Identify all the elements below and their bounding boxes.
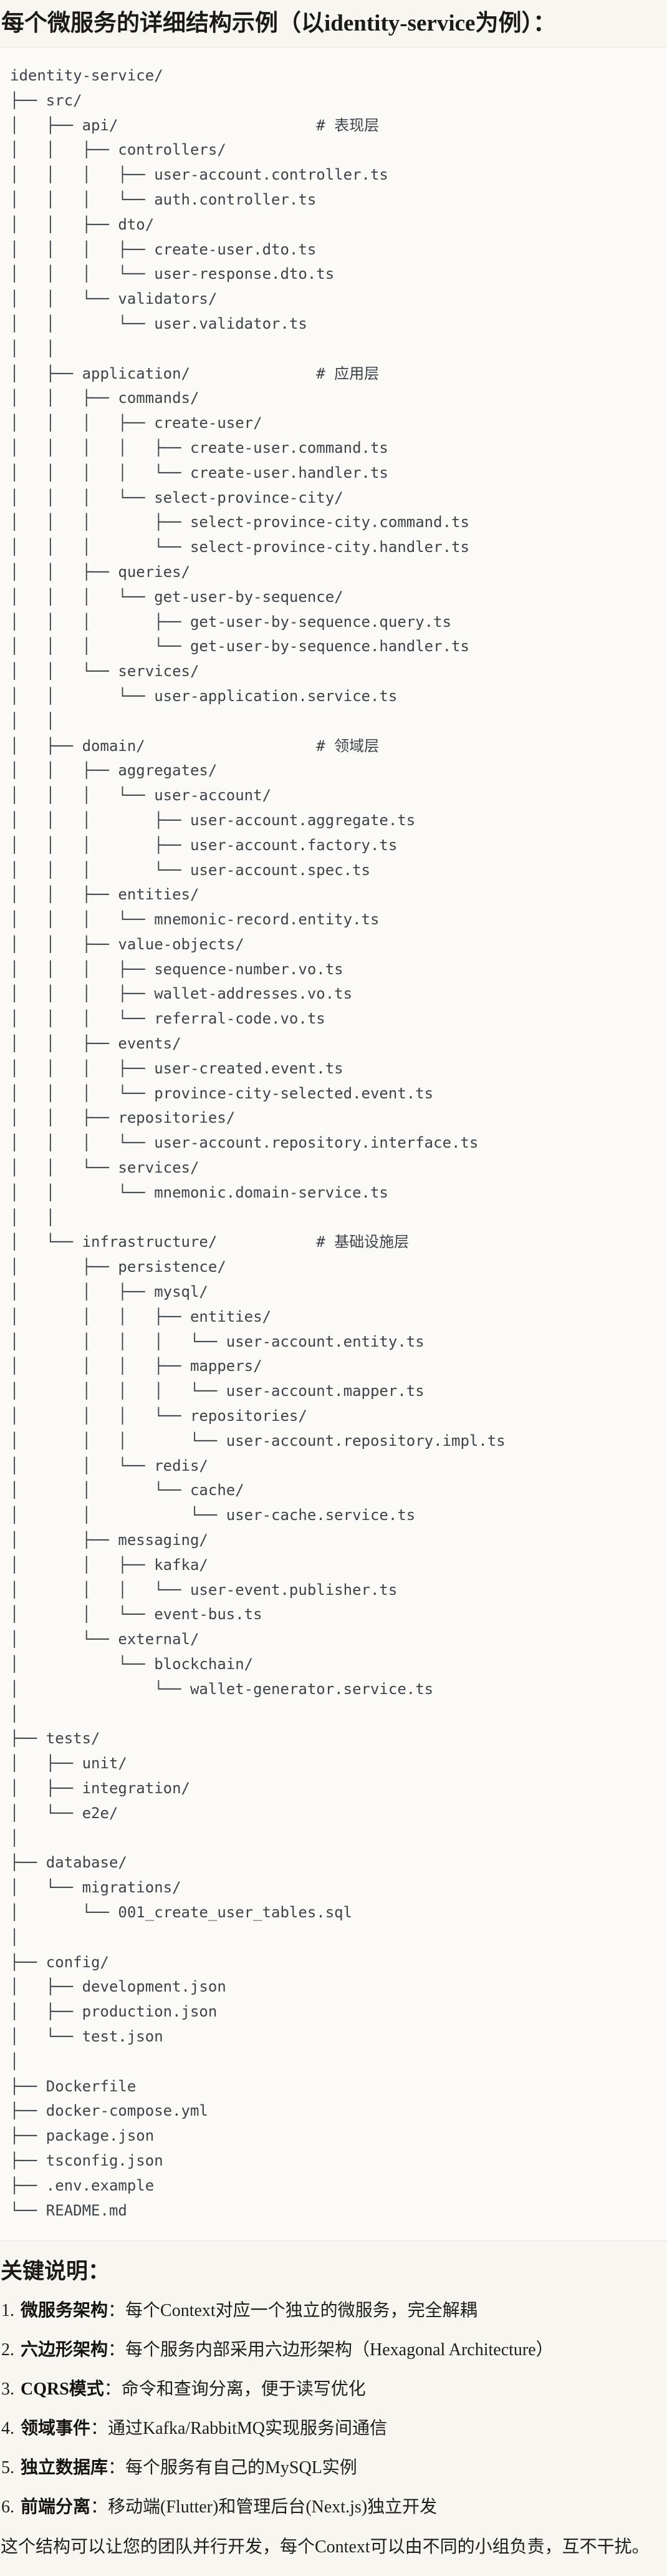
note-number: 3. [1,2380,14,2399]
note-desc: ：每个服务内部采用六边形架构（Hexagonal Architecture） [108,2340,554,2360]
note-desc: ：命令和查询分离，便于读写优化 [103,2380,366,2399]
note-desc: ：移动端(Flutter)和管理后台(Next.js)独立开发 [90,2497,438,2517]
note-text: 微服务架构：每个Context对应一个独立的微服务，完全解耦 [21,2298,477,2323]
note-item: 3. CQRS模式：命令和查询分离，便于读写优化 [0,2377,667,2402]
note-desc: ：通过Kafka/RabbitMQ实现服务间通信 [90,2419,387,2439]
note-desc: ：每个Context对应一个独立的微服务，完全解耦 [108,2301,477,2321]
closing-paragraph: 这个结构可以让您的团队并行开发，每个Context可以由不同的小组负责，互不干扰… [1,2537,650,2557]
page-title: 每个微服务的详细结构示例（以identity-service为例）： [1,11,556,36]
notes-heading: 关键说明： [1,2259,110,2284]
note-text: 独立数据库：每个服务有自己的MySQL实例 [21,2456,357,2481]
note-item: 6. 前端分离：移动端(Flutter)和管理后台(Next.js)独立开发 [0,2495,667,2520]
note-text: CQRS模式：命令和查询分离，便于读写优化 [21,2377,366,2402]
note-number: 2. [1,2340,14,2360]
note-term: CQRS模式 [21,2380,104,2399]
note-number: 6. [1,2497,14,2517]
note-number: 1. [1,2301,14,2321]
note-text: 领域事件：通过Kafka/RabbitMQ实现服务间通信 [21,2416,387,2441]
note-item: 1. 微服务架构：每个Context对应一个独立的微服务，完全解耦 [0,2298,667,2323]
note-term: 六边形架构 [21,2340,108,2360]
note-item: 2. 六边形架构：每个服务内部采用六边形架构（Hexagonal Architec… [0,2338,667,2363]
note-term: 独立数据库 [21,2458,108,2478]
note-term: 前端分离 [21,2497,91,2517]
note-number: 4. [1,2419,14,2439]
note-item: 5. 独立数据库：每个服务有自己的MySQL实例 [0,2456,667,2481]
file-tree: identity-service/ ├── src/ │ ├── api/ # … [10,67,506,2219]
note-text: 六边形架构：每个服务内部采用六边形架构（Hexagonal Architectu… [21,2338,554,2363]
document-page: 每个微服务的详细结构示例（以identity-service为例）： ident… [0,8,667,2576]
note-number: 5. [1,2458,14,2478]
code-block: identity-service/ ├── src/ │ ├── api/ # … [0,47,667,2242]
note-term: 领域事件 [21,2419,91,2439]
note-item: 4. 领域事件：通过Kafka/RabbitMQ实现服务间通信 [0,2416,667,2441]
note-desc: ：每个服务有自己的MySQL实例 [108,2458,357,2478]
note-text: 前端分离：移动端(Flutter)和管理后台(Next.js)独立开发 [21,2495,437,2520]
note-term: 微服务架构 [21,2301,108,2321]
